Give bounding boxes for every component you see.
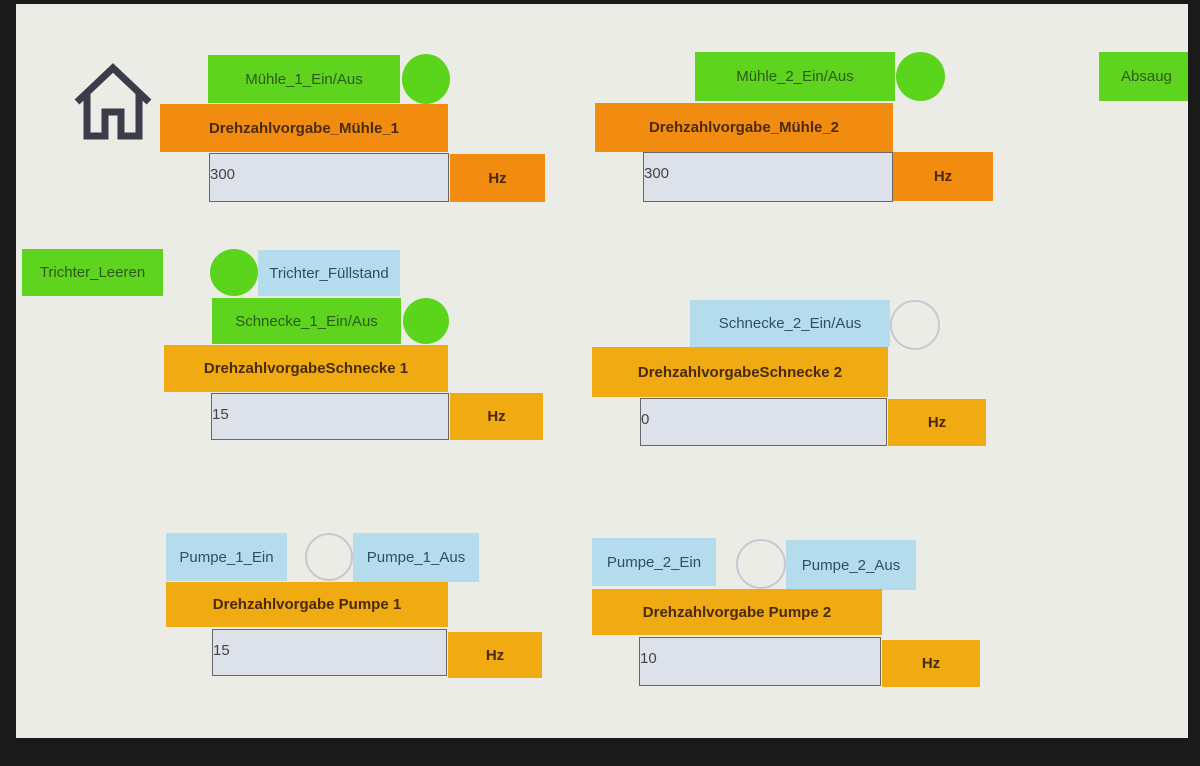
pumpe-2-ein-button[interactable]: Pumpe_2_Ein <box>592 538 716 586</box>
pumpe-1-speed-input[interactable]: 15 <box>212 629 447 676</box>
schnecke-2-speed-input[interactable]: 0 <box>640 398 887 446</box>
home-icon[interactable] <box>70 62 156 142</box>
absaugung-button[interactable]: Absaug <box>1099 52 1188 101</box>
schnecke-1-toggle-button[interactable]: Schnecke_1_Ein/Aus <box>212 298 401 344</box>
pumpe-2-speed-input[interactable]: 10 <box>639 637 881 686</box>
muehle-2-speed-input[interactable]: 300 <box>643 152 893 202</box>
pumpe-1-status-indicator <box>305 533 353 581</box>
muehle-1-setpoint-label: Drehzahlvorgabe_Mühle_1 <box>160 104 448 152</box>
pumpe-2-unit: Hz <box>882 640 980 687</box>
schnecke-1-speed-input[interactable]: 15 <box>211 393 449 440</box>
pumpe-2-setpoint-label: Drehzahlvorgabe Pumpe 2 <box>592 589 882 635</box>
schnecke-1-status-indicator <box>403 298 449 344</box>
schnecke-1-setpoint-label: DrehzahlvorgabeSchnecke 1 <box>164 345 448 392</box>
muehle-2-setpoint-label: Drehzahlvorgabe_Mühle_2 <box>595 103 893 152</box>
trichter-fuellstand-label: Trichter_Füllstand <box>258 250 400 296</box>
trichter-leeren-button[interactable]: Trichter_Leeren <box>22 249 163 296</box>
muehle-2-status-indicator <box>896 52 945 101</box>
pumpe-1-aus-button[interactable]: Pumpe_1_Aus <box>353 533 479 582</box>
schnecke-2-setpoint-label: DrehzahlvorgabeSchnecke 2 <box>592 347 888 397</box>
pumpe-1-ein-button[interactable]: Pumpe_1_Ein <box>166 533 287 581</box>
pumpe-1-setpoint-label: Drehzahlvorgabe Pumpe 1 <box>166 582 448 627</box>
hmi-screen: Mühle_1_Ein/Aus Drehzahlvorgabe_Mühle_1 … <box>16 4 1188 738</box>
muehle-1-toggle-button[interactable]: Mühle_1_Ein/Aus <box>208 55 400 103</box>
pumpe-1-unit: Hz <box>448 632 542 678</box>
trichter-status-indicator <box>210 249 258 296</box>
schnecke-2-toggle-button[interactable]: Schnecke_2_Ein/Aus <box>690 300 890 347</box>
muehle-1-speed-input[interactable]: 300 <box>209 153 449 202</box>
schnecke-1-unit: Hz <box>450 393 543 440</box>
schnecke-2-unit: Hz <box>888 399 986 446</box>
muehle-2-unit: Hz <box>893 152 993 201</box>
muehle-1-status-indicator <box>402 54 450 104</box>
muehle-2-toggle-button[interactable]: Mühle_2_Ein/Aus <box>695 52 895 101</box>
schnecke-2-status-indicator <box>890 300 940 350</box>
pumpe-2-aus-button[interactable]: Pumpe_2_Aus <box>786 540 916 590</box>
pumpe-2-status-indicator <box>736 539 786 589</box>
muehle-1-unit: Hz <box>450 154 545 202</box>
